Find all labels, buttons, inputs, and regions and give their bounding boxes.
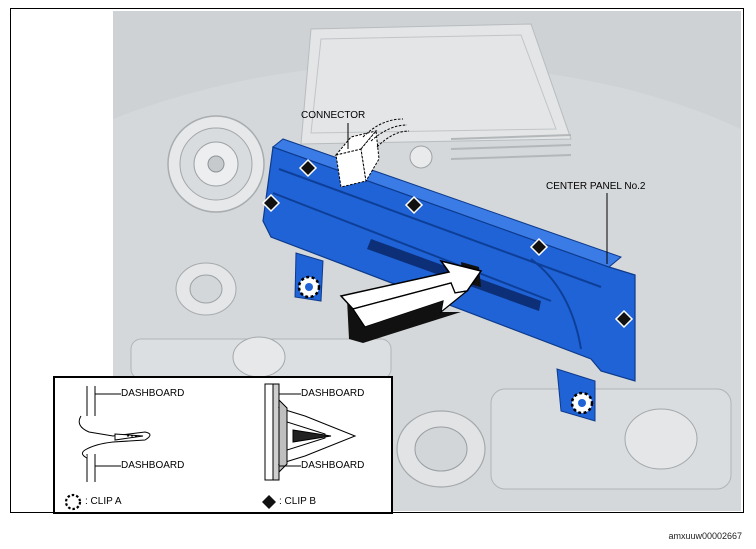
dashboard-illustration [113,11,741,511]
lower-knob-right-inner [414,426,468,472]
display-housing-inner [310,34,557,134]
center-panel-groove-1 [278,168,602,288]
illustration-frame: CONNECTOR CENTER PANEL No.2 [10,8,744,514]
legend-clip-b-label: : CLIP B [279,496,317,507]
legend-dashboard-label-4: DASHBOARD [301,460,365,471]
center-panel-curve [530,258,582,350]
clip-b-symbol [262,495,276,509]
legend-dashboard-label-2: DASHBOARD [121,460,185,471]
connector-dashed [334,118,410,188]
clip-a-section [78,386,151,482]
lower-knob-far-right [624,408,698,470]
clip-a-marker-left [297,275,321,299]
legend-clip-a-label: : CLIP A [85,496,122,507]
air-vent-center [207,155,225,173]
legend-dashboard-label-1: DASHBOARD [121,388,185,399]
display-housing [300,23,572,145]
lower-knob-left-inner [189,274,223,304]
lower-knob-mid [232,336,286,378]
knob [409,145,433,169]
legend-dashboard-label-3: DASHBOARD [301,388,365,399]
connector-label: CONNECTOR [301,110,366,121]
document-id: amxuuw00002667 [668,531,742,541]
clip-legend-drawing [64,383,357,511]
center-panel-groove-2 [272,192,552,302]
clip-a-symbol [64,493,82,511]
vent-slots [450,134,572,160]
center-panel-label: CENTER PANEL No.2 [546,181,646,192]
removal-direction-arrow [339,259,483,343]
clip-a-marker-right [570,391,594,415]
clip-b-section [264,383,357,481]
dashboard-upper-surface [113,11,741,129]
clip-legend: DASHBOARD DASHBOARD DASHBOARD DASHBOARD … [53,376,393,514]
clip-b-marker [261,158,634,329]
